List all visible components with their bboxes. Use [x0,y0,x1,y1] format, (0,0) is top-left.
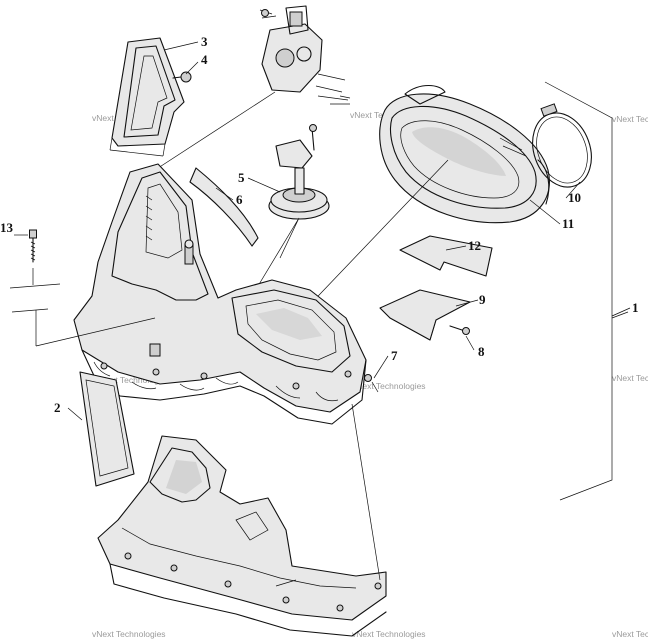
watermark-text: vNext Technologies [92,629,166,639]
callout-10: 10 [568,190,581,205]
watermark-text: vNext Technologies [96,375,170,385]
part-6-gasket [189,167,259,247]
callout-8: 8 [478,344,485,359]
callout-3: 3 [201,34,208,49]
watermark-text: vNext Technologies [352,381,426,391]
watermark-text: vNext Technologies [612,114,648,124]
airbox-lower-housing [97,403,387,637]
watermark-text: vNext Technologies [352,629,426,639]
part-12-seal-plate [399,235,493,277]
part-4-screw [172,71,192,83]
part-2-air-filter [79,371,135,487]
callout-11: 11 [562,216,574,231]
watermark-text: vNext Technologies [612,629,648,639]
part-1-assembly-bracket [544,81,629,501]
callout-2: 2 [54,400,61,415]
callout-12: 12 [468,238,481,253]
part-3-intake-duct [109,37,185,157]
callout-6: 6 [236,192,243,207]
part-9-mount-bracket [379,289,471,341]
airbox-upper-housing [35,163,367,425]
part-13-bolt [9,229,61,313]
watermark-text: vNext Technologies [612,373,648,383]
part-8-screw [449,325,470,335]
callout-4: 4 [201,52,208,67]
callout-7: 7 [391,348,398,363]
callout-leaders [67,41,631,421]
callout-5: 5 [238,170,245,185]
part-10-hose-clamp [532,103,592,188]
throttle-sensor-body [154,5,351,171]
callout-1: 1 [632,300,639,315]
part-11-air-boot [299,84,550,316]
callout-9: 9 [479,292,486,307]
part-7-screw [364,374,379,393]
callout-13: 13 [0,220,14,235]
callout-labels: 1 2 3 4 5 6 7 8 9 10 11 12 13 [0,34,639,415]
part-5-map-sensor [257,124,330,287]
